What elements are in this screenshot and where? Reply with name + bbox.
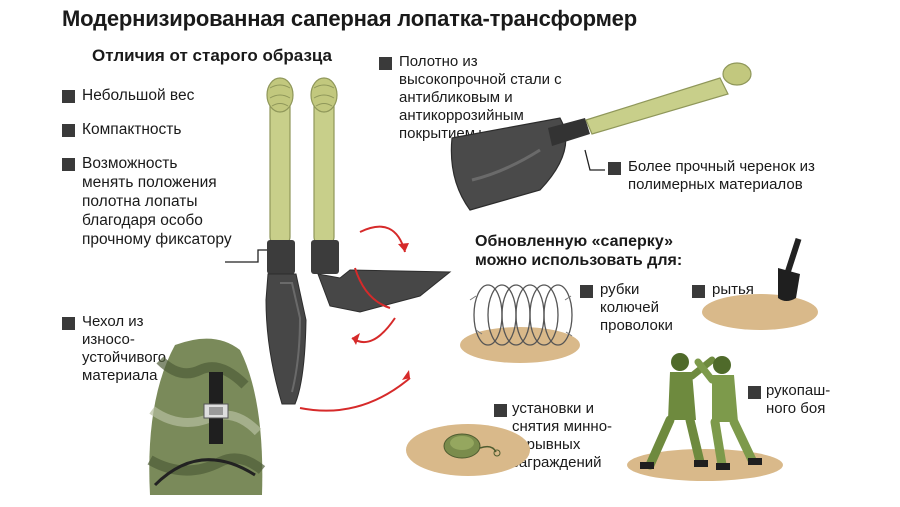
leader-line	[584, 149, 605, 171]
callout-handle: Более прочный черенок из полимерных мате…	[628, 158, 815, 193]
usage-wire: рубки колючей проволоки	[600, 281, 673, 334]
bullet-icon	[62, 124, 75, 137]
barbed-wire-icon	[460, 284, 580, 363]
usage-combat: рукопаш-ного боя	[766, 382, 831, 417]
feature-weight: Небольшой вес	[82, 87, 195, 104]
usage-mines: установки и снятия минно-взрывных заграж…	[512, 400, 613, 471]
combat-icon	[627, 353, 783, 481]
bullet-icon	[62, 317, 75, 330]
bullet-icon	[62, 158, 75, 171]
bullet-icon	[494, 404, 507, 417]
leader-line	[225, 249, 272, 263]
shovel-icon	[450, 62, 752, 211]
bullet-icon	[580, 285, 593, 298]
feature-compact: Компактность	[82, 121, 182, 138]
section-subtitle: Отличия от старого образца	[92, 46, 333, 65]
bullet-icon	[379, 57, 392, 70]
angled-shovel-icon	[310, 77, 452, 313]
callout-blade: Полотно из высокопрочной стали с антибли…	[399, 53, 562, 142]
bullet-icon	[608, 162, 621, 175]
mine-icon	[406, 424, 530, 476]
callout-cover: Чехол из износо-устойчивого материала	[82, 313, 167, 384]
page-title: Модернизированная саперная лопатка-транс…	[62, 6, 637, 31]
usage-title: Обновленную «саперку» можно использовать…	[475, 233, 683, 269]
feature-positions: Возможность менять положения полотна лоп…	[82, 155, 232, 248]
folded-shovel-icon	[265, 77, 307, 405]
cover-case-icon	[147, 338, 266, 495]
bullet-icon	[748, 386, 761, 399]
bullet-icon	[692, 285, 705, 298]
trench-icon	[702, 237, 818, 330]
bullet-icon	[62, 90, 75, 103]
